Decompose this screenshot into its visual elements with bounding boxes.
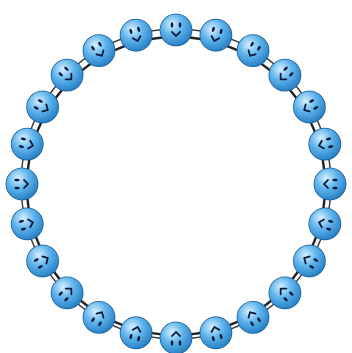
bead-body xyxy=(6,168,38,200)
bead-body xyxy=(269,277,301,309)
bead-eye xyxy=(179,22,182,27)
bead xyxy=(293,91,325,123)
bead-eye xyxy=(171,340,174,345)
bead xyxy=(309,128,341,160)
bead xyxy=(237,301,269,333)
bead-body xyxy=(309,128,341,160)
bead-eye xyxy=(332,179,337,182)
bead-body xyxy=(237,301,269,333)
bead xyxy=(160,322,192,353)
bead xyxy=(11,208,43,240)
bead-body xyxy=(293,91,325,123)
bead xyxy=(27,245,59,277)
bead xyxy=(83,35,115,67)
bead-eye xyxy=(179,340,182,345)
bead-eye xyxy=(14,187,19,190)
bead-body xyxy=(200,19,232,51)
bead xyxy=(160,14,192,46)
bead-body xyxy=(160,14,192,46)
bead-body xyxy=(51,277,83,309)
bead-body xyxy=(83,301,115,333)
bead xyxy=(11,128,43,160)
bead xyxy=(269,277,301,309)
bead xyxy=(51,59,83,91)
bead-body xyxy=(160,322,192,353)
bead xyxy=(120,317,152,349)
bead-body xyxy=(237,35,269,67)
bead xyxy=(200,317,232,349)
bead-body xyxy=(269,59,301,91)
bead-body xyxy=(120,19,152,51)
bead-eye xyxy=(14,179,19,182)
bead-eye xyxy=(171,22,174,27)
bead-eye xyxy=(332,187,337,190)
bead xyxy=(120,19,152,51)
beads xyxy=(6,14,346,353)
bead-body xyxy=(293,245,325,277)
bead xyxy=(83,301,115,333)
bead-body xyxy=(51,59,83,91)
bead xyxy=(27,91,59,123)
bead xyxy=(314,168,346,200)
bead xyxy=(51,277,83,309)
bead xyxy=(6,168,38,200)
bead-body xyxy=(11,128,43,160)
bead-body xyxy=(27,91,59,123)
bead-body xyxy=(83,35,115,67)
bead xyxy=(237,35,269,67)
bead-body xyxy=(314,168,346,200)
bead-body xyxy=(200,317,232,349)
bead xyxy=(309,208,341,240)
bead-body xyxy=(27,245,59,277)
bead xyxy=(269,59,301,91)
bead-body xyxy=(120,317,152,349)
bead-body xyxy=(309,208,341,240)
bead-body xyxy=(11,208,43,240)
bead xyxy=(293,245,325,277)
bead xyxy=(200,19,232,51)
